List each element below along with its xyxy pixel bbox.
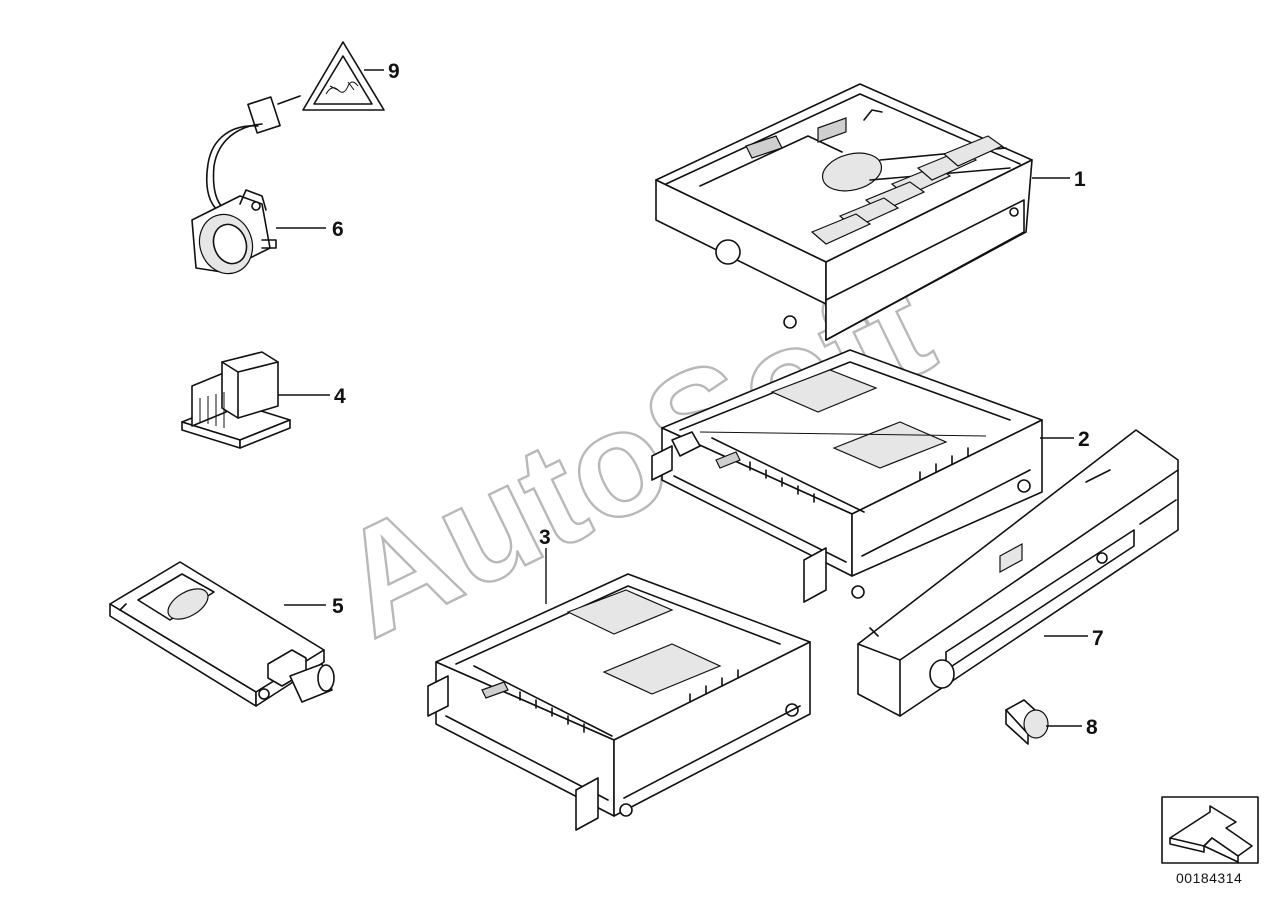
part-7-front-panel: 7	[857, 429, 1179, 717]
part-6-sensor: 6	[191, 95, 344, 275]
part-8-knob: 8	[1005, 699, 1098, 745]
callout-7: 7	[1092, 627, 1104, 650]
callout-6: 6	[332, 218, 344, 241]
reference-box	[1161, 796, 1259, 864]
document-id: 00184314	[1176, 870, 1242, 886]
part-3-drive-unit: 3	[427, 526, 811, 831]
part-2-drive-unit: 2	[651, 349, 1090, 603]
part-4-relay: 4	[181, 351, 346, 449]
callout-3: 3	[539, 526, 551, 549]
part-5-antenna-module: 5	[109, 561, 344, 707]
callout-8: 8	[1086, 716, 1098, 739]
callout-1: 1	[1074, 168, 1086, 191]
callout-2: 2	[1078, 428, 1090, 451]
part-9-warning-label: 9	[302, 41, 400, 111]
callout-4: 4	[334, 385, 346, 408]
callout-9: 9	[388, 60, 400, 83]
part-1-drive-mechanism: 1	[655, 83, 1086, 341]
callout-5: 5	[332, 595, 344, 618]
